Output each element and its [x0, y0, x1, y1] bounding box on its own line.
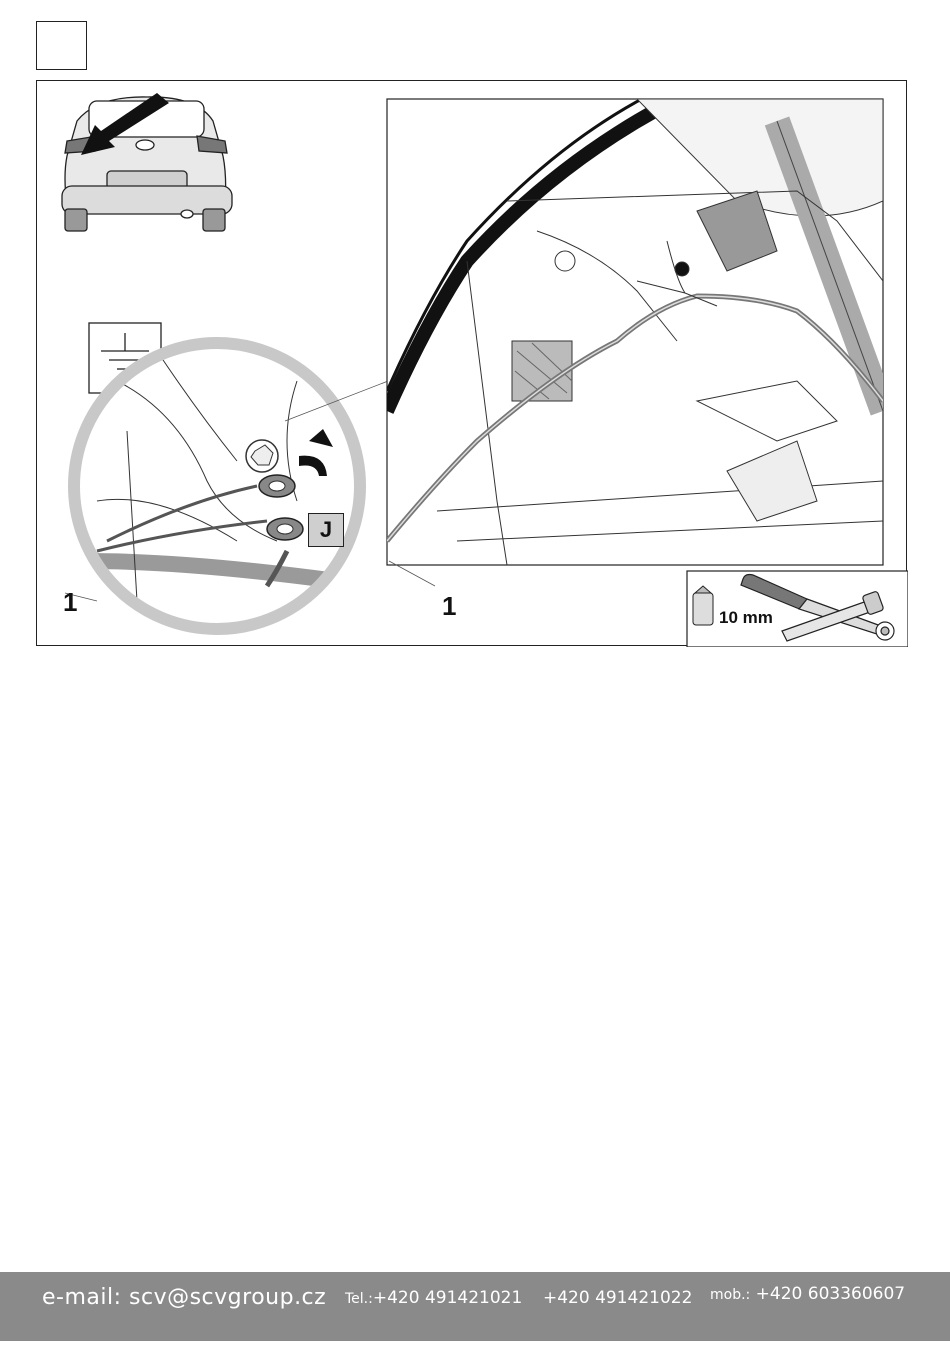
- footer-email: e-mail: scv@scvgroup.cz: [42, 1285, 326, 1310]
- step-number-box: [36, 21, 87, 70]
- car-rear-thumbnail: [62, 97, 232, 231]
- contact-footer: e-mail: scv@scvgroup.cz Tel.:+420 491421…: [0, 1272, 950, 1341]
- connector-badge: J: [308, 513, 344, 547]
- callout-number-right: 1: [442, 591, 456, 622]
- illustration-drawing: [37, 81, 908, 647]
- footer-mobile: mob.: +420 603360607: [710, 1284, 905, 1304]
- tool-size-label: 10 mm: [719, 608, 773, 628]
- footer-mob-prefix: mob.:: [710, 1287, 750, 1303]
- trunk-view: [387, 91, 883, 586]
- socket-icon: [693, 586, 713, 625]
- footer-tel-2: +420 491421022: [543, 1288, 692, 1308]
- footer-mob-number: +420 603360607: [756, 1284, 905, 1304]
- footer-tel-1: Tel.:+420 491421021: [345, 1288, 522, 1308]
- footer-tel-prefix: Tel.:: [345, 1291, 373, 1307]
- illustration-panel: J 1 1 10 mm: [36, 80, 907, 646]
- callout-number-left: 1: [63, 587, 77, 618]
- footer-tel-1-number: +420 491421021: [373, 1288, 522, 1308]
